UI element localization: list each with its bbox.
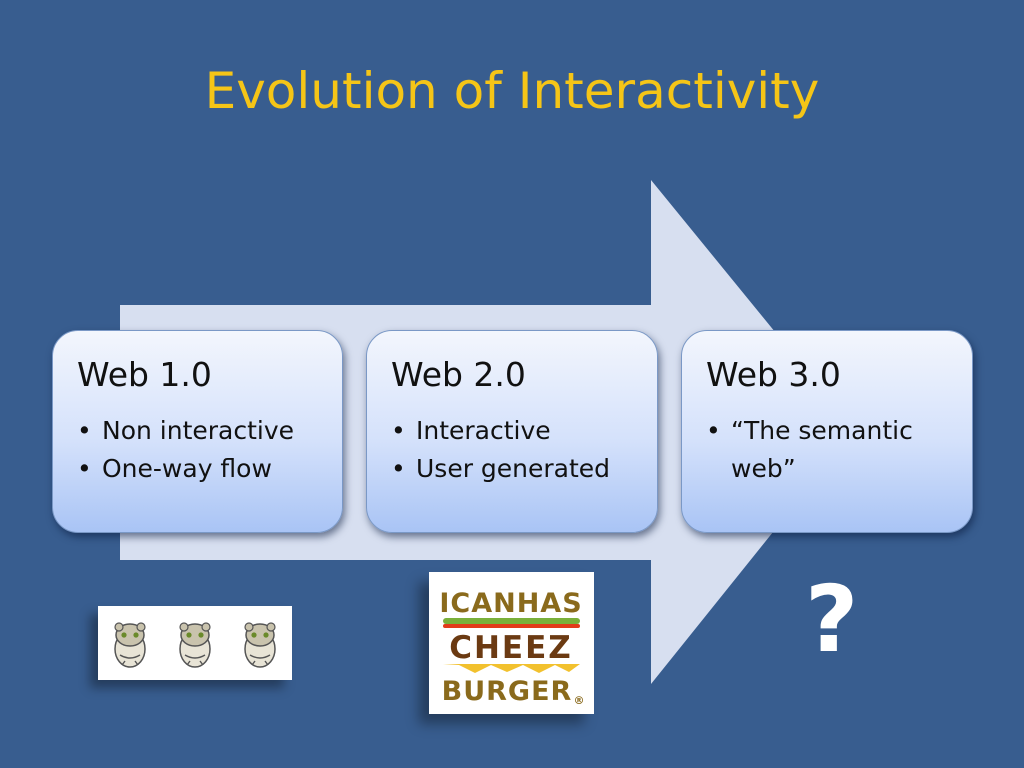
logo-line-3: BURGER <box>442 676 573 707</box>
bullet-icon: • <box>391 416 406 445</box>
list-item: •Non interactive <box>77 412 342 450</box>
bullet-icon: • <box>706 416 721 445</box>
list-item: •“The semantic web” <box>706 412 952 488</box>
logo-line-2: CHEEZ <box>449 630 573 666</box>
bullet-icon: • <box>77 454 92 483</box>
list-item: •One-way flow <box>77 450 342 488</box>
hamster-image <box>98 606 292 680</box>
stage-title: Web 2.0 <box>391 355 526 394</box>
stage-card-web3: Web 3.0 •“The semantic web” <box>681 330 973 533</box>
bullet-icon: • <box>77 416 92 445</box>
hamster-icon <box>243 622 276 668</box>
stage-bullets: •“The semantic web” <box>706 412 952 488</box>
hamster-icon <box>114 622 147 668</box>
registered-mark: ® <box>574 694 585 707</box>
stage-title: Web 3.0 <box>706 355 841 394</box>
hamster-icon <box>179 622 211 668</box>
stage-bullets: •Non interactive •One-way flow <box>77 412 342 488</box>
question-mark: ? <box>805 566 859 673</box>
logo-line-1: ICANHAS <box>439 588 582 619</box>
list-item: •Interactive <box>391 412 657 450</box>
slide-title: Evolution of Interactivity <box>204 62 820 120</box>
stage-card-web2: Web 2.0 •Interactive •User generated <box>366 330 658 533</box>
list-item: •User generated <box>391 450 657 488</box>
bullet-icon: • <box>391 454 406 483</box>
stage-title: Web 1.0 <box>77 355 212 394</box>
stage-bullets: •Interactive •User generated <box>391 412 657 488</box>
stage-card-web1: Web 1.0 •Non interactive •One-way flow <box>52 330 343 533</box>
cheezburger-logo: ICANHAS CHEEZ BURGER ® <box>429 572 594 714</box>
